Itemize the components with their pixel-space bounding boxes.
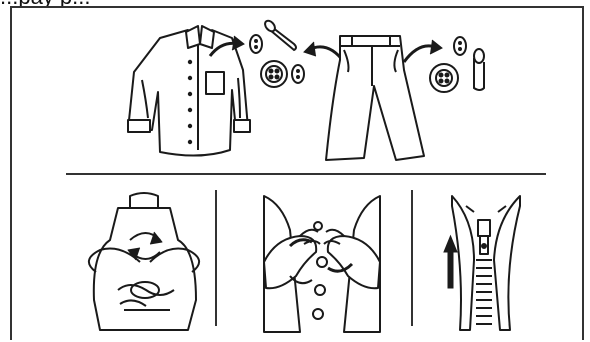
arrow-up-icon <box>444 236 457 288</box>
apron-illustration <box>89 193 199 330</box>
button-icon <box>292 65 304 83</box>
button-icon <box>430 64 458 92</box>
zipper-illustration <box>452 196 520 330</box>
button-icon <box>261 61 287 87</box>
shirt-illustration <box>128 26 250 156</box>
safety-pin-icon <box>263 19 296 50</box>
safety-pin-icon <box>474 49 484 90</box>
buttoning-hands-illustration <box>264 196 380 332</box>
arrow-icon <box>304 42 344 62</box>
button-icon <box>250 35 262 53</box>
button-icon <box>454 37 466 55</box>
arrow-icon <box>404 40 442 62</box>
